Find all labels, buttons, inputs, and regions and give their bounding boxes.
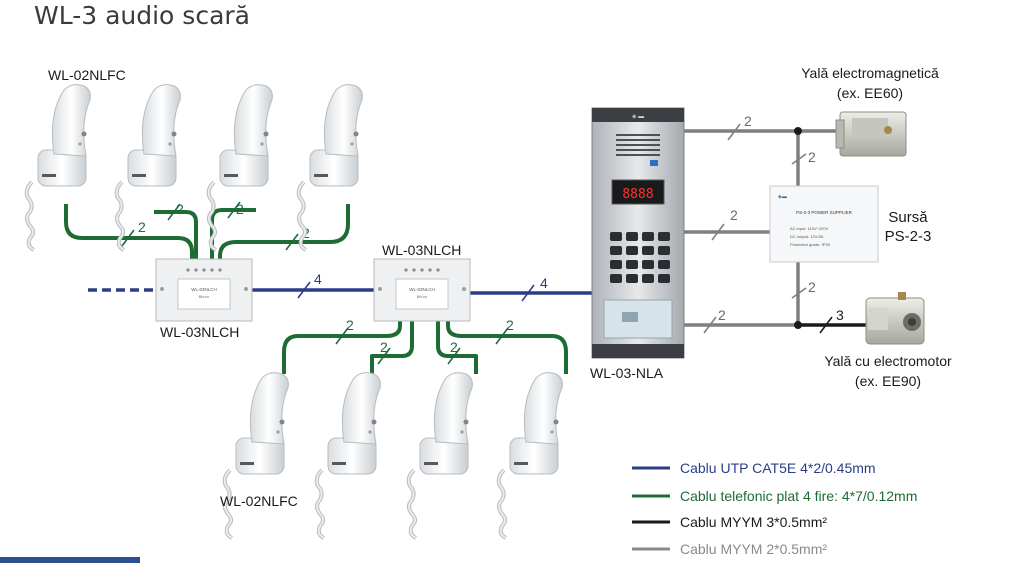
- count-bus-lock-motor: 3: [836, 307, 844, 323]
- cable-top-2: [154, 210, 198, 262]
- utp-cables: [88, 288, 592, 295]
- panel-logo-icon: ◈ ▬: [632, 114, 644, 120]
- lock-electromagnetic: [835, 111, 907, 157]
- svg-text:Bitron: Bitron: [417, 294, 427, 299]
- count-bottom-3: 2: [450, 339, 458, 355]
- cable-top-3: [210, 208, 256, 262]
- handset-icon: [114, 82, 183, 253]
- svg-text:8888: 8888: [622, 187, 653, 202]
- count-top-3: 2: [236, 201, 244, 217]
- power-supply: ◈▬ PS-2-3 POWER SUPPLIER AC input: 110V~…: [769, 185, 879, 263]
- handset-icon: [496, 370, 565, 540]
- count-hub-hub: 4: [314, 271, 322, 287]
- label-lock-em-example: (ex. EE60): [837, 85, 903, 101]
- label-panel: WL-03-NLA: [590, 365, 664, 381]
- flat-cables-top: [64, 204, 350, 262]
- legend-item-myym2: Cablu MYYM 2*0.5mm²: [632, 541, 827, 557]
- flat-cables-bottom: [282, 318, 568, 374]
- accent-bar: [0, 557, 140, 563]
- supply-logo-icon: ◈▬: [778, 194, 787, 200]
- handset-icon: [206, 82, 275, 253]
- cable-bottom-2: [370, 318, 414, 374]
- legend: Cablu UTP CAT5E 4*2/0.45mm Cablu telefon…: [632, 460, 917, 557]
- cable-bottom-4: [446, 318, 568, 374]
- hub-right: WL-03NLCH Bitron: [373, 258, 471, 322]
- entrance-panel: ◈ ▬ 8888: [591, 107, 685, 359]
- cable-top-1: [64, 204, 194, 262]
- count-hub-panel: 4: [540, 275, 548, 291]
- label-hub-right: WL-03NLCH: [382, 242, 461, 258]
- count-top-2: 2: [176, 201, 184, 217]
- svg-text:Protection grade: IP30: Protection grade: IP30: [790, 242, 831, 247]
- label-handsets-bottom: WL-02NLFC: [220, 493, 298, 509]
- cable-bottom-3: [436, 318, 478, 374]
- svg-text:DC output: 12V/3A: DC output: 12V/3A: [790, 234, 824, 239]
- count-bus-supply-upper: 2: [808, 149, 816, 165]
- legend-item-utp: Cablu UTP CAT5E 4*2/0.45mm: [632, 460, 876, 476]
- label-supply-model: PS-2-3: [885, 228, 932, 245]
- cable-top-4: [218, 204, 350, 262]
- wire-slashes: [121, 123, 833, 365]
- svg-text:WL-03NLCH: WL-03NLCH: [409, 287, 435, 292]
- label-hub-left: WL-03NLCH: [160, 324, 239, 340]
- svg-text:Cablu telefonic plat 4 fire: 4: Cablu telefonic plat 4 fire: 4*7/0.12mm: [680, 488, 917, 504]
- keypad-icon: [610, 232, 670, 283]
- count-panel-supply: 2: [730, 207, 738, 223]
- count-top-1: 2: [138, 219, 146, 235]
- count-panel-lock-em: 2: [744, 113, 752, 129]
- handset-icon: [24, 82, 93, 253]
- label-lock-motor-name: Yală cu electromotor: [824, 353, 952, 369]
- label-supply-name: Sursă: [888, 209, 928, 226]
- lock-motor: [865, 292, 925, 345]
- count-panel-lock-motor: 2: [718, 307, 726, 323]
- svg-text:AC input: 110V~220V: AC input: 110V~220V: [790, 226, 829, 231]
- lock-cylinder-icon: [884, 126, 892, 134]
- svg-text:WL-03NLCH: WL-03NLCH: [191, 287, 217, 292]
- count-bottom-1: 2: [346, 317, 354, 333]
- hub-left: WL-03NLCH Bitron: [155, 258, 253, 322]
- legend-item-flat: Cablu telefonic plat 4 fire: 4*7/0.12mm: [632, 488, 917, 504]
- svg-text:Cablu MYYM 2*0.5mm²: Cablu MYYM 2*0.5mm²: [680, 541, 827, 557]
- handsets-bottom: [222, 370, 565, 540]
- label-lock-motor-example: (ex. EE90): [855, 373, 921, 389]
- count-bottom-4: 2: [506, 317, 514, 333]
- page-title: WL-3 audio scară: [34, 1, 250, 30]
- junction-lower: [794, 321, 802, 329]
- svg-text:Cablu MYYM 3*0.5mm²: Cablu MYYM 3*0.5mm²: [680, 514, 827, 530]
- svg-text:Bitron: Bitron: [199, 294, 209, 299]
- label-lock-em-name: Yală electromagnetică: [801, 65, 939, 81]
- svg-text:PS-2-3 POWER SUPPLIER: PS-2-3 POWER SUPPLIER: [796, 210, 853, 215]
- handset-icon: [406, 370, 475, 540]
- label-handsets-top: WL-02NLFC: [48, 67, 126, 83]
- count-bottom-2: 2: [380, 339, 388, 355]
- junction-upper: [794, 127, 802, 135]
- legend-item-myym3: Cablu MYYM 3*0.5mm²: [632, 514, 827, 530]
- handset-icon: [222, 370, 291, 540]
- count-bus-supply-lower: 2: [808, 279, 816, 295]
- handset-icon: [314, 370, 383, 540]
- svg-text:Cablu UTP CAT5E 4*2/0.45mm: Cablu UTP CAT5E 4*2/0.45mm: [680, 460, 876, 476]
